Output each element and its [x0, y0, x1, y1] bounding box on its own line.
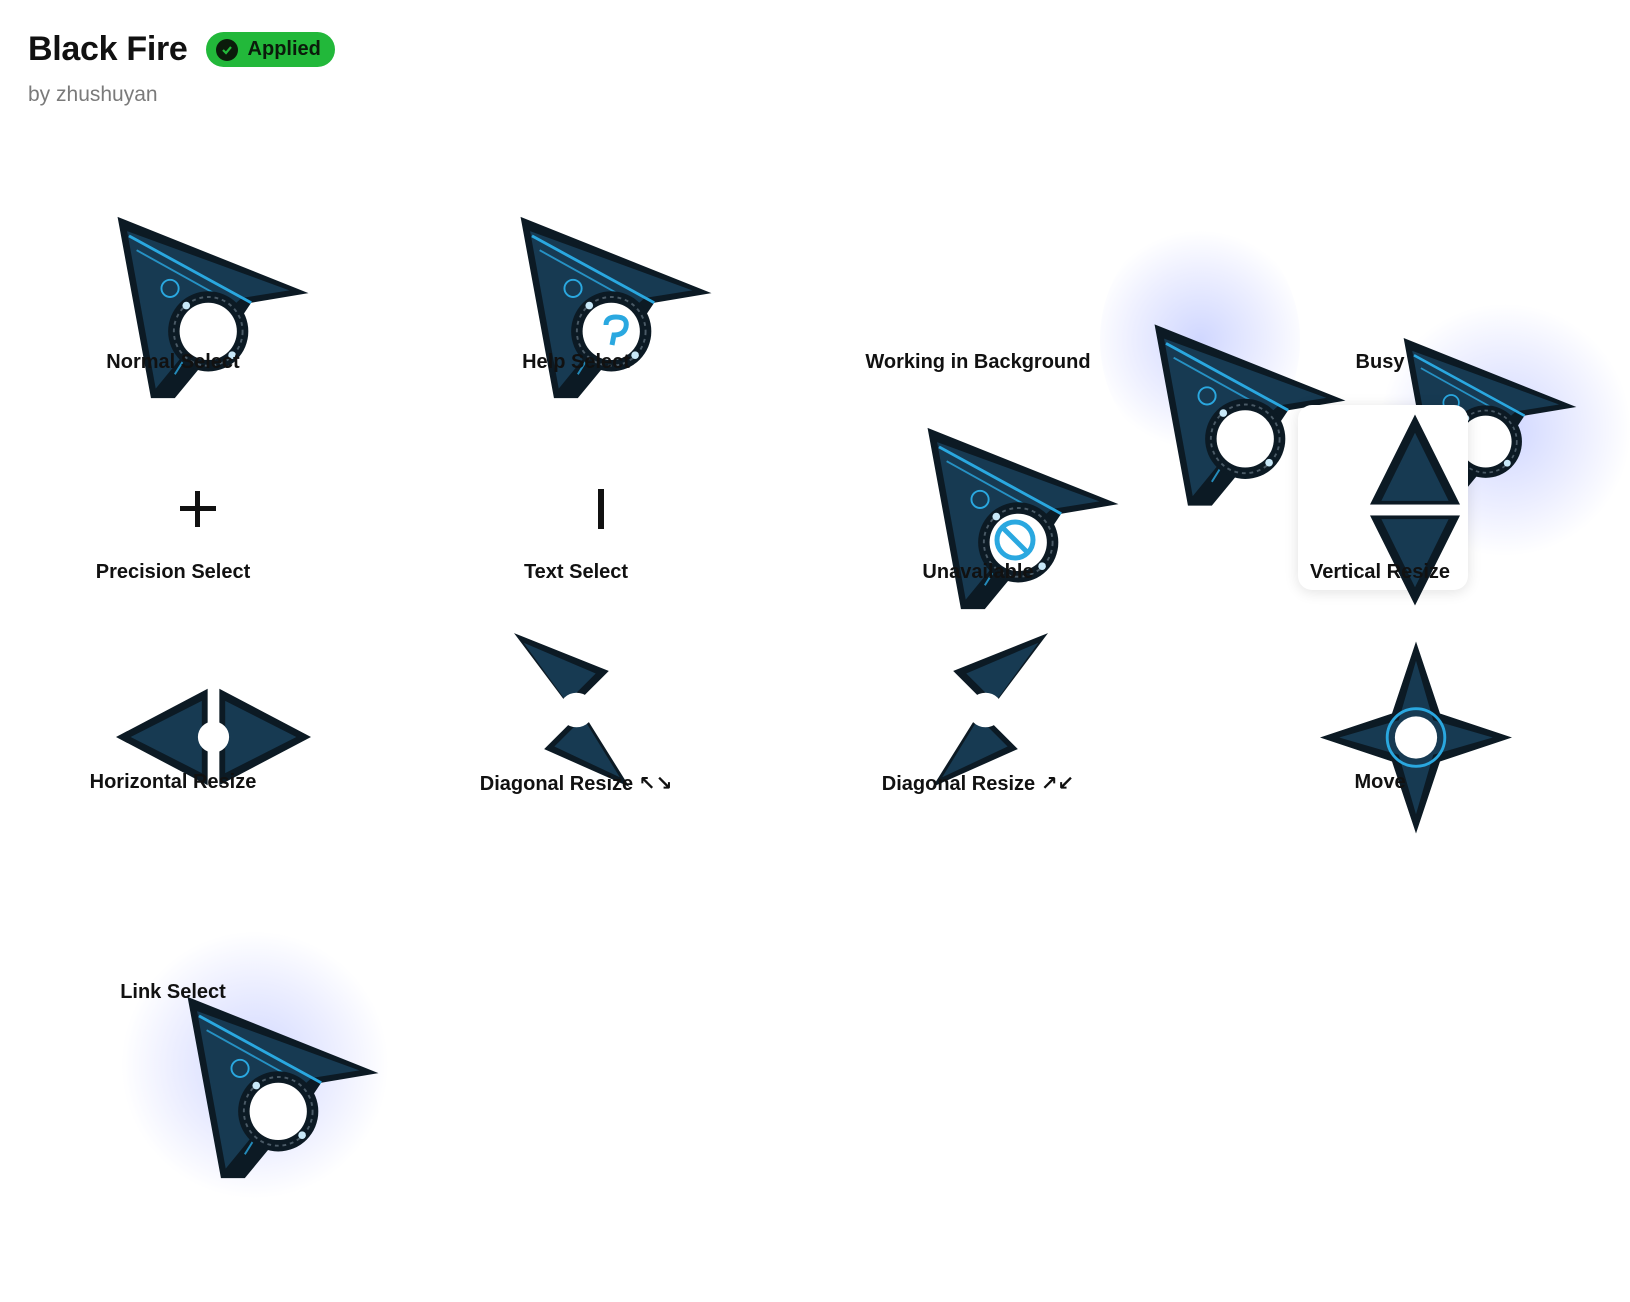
cursor-cell-help-select[interactable]: Help Select	[376, 205, 776, 415]
cursor-cell-diagonal-resize-nwse[interactable]: Diagonal Resize ↖↘	[376, 625, 776, 835]
cursor-cell-horizontal-resize[interactable]: Horizontal Resize	[0, 625, 373, 835]
cursor-cell-busy[interactable]: Busy	[1180, 205, 1580, 415]
cursor-label: Link Select	[120, 981, 226, 1003]
prohibited-icon	[994, 519, 1036, 561]
help-arrow-cursor-icon	[511, 210, 721, 405]
cursor-label: Busy	[1355, 351, 1405, 373]
cursor-cell-move[interactable]: Move	[1180, 625, 1580, 835]
theme-title: Black Fire	[28, 30, 188, 68]
text-beam-icon	[598, 489, 604, 529]
cursor-label: Diagonal Resize ↗↙	[881, 773, 1075, 795]
cursor-label: Precision Select	[95, 561, 251, 583]
cursor-label: Normal Select	[106, 351, 240, 373]
cursor-cell-vertical-resize[interactable]: Vertical Resize	[1180, 415, 1580, 625]
cursor-cell-normal-select[interactable]: Normal Select	[0, 205, 373, 415]
link-cursor-icon	[178, 985, 388, 1190]
cursor-label: Unavailable	[922, 561, 1034, 583]
cursor-label: Vertical Resize	[1309, 561, 1451, 583]
theme-author: by zhushuyan	[28, 83, 158, 106]
cursor-label: Move	[1354, 771, 1406, 793]
diagonal-resize-nesw-icon	[923, 630, 1048, 790]
crosshair-icon	[180, 491, 216, 527]
cursor-cell-precision-select[interactable]: Precision Select	[0, 415, 373, 625]
cursor-cell-text-select[interactable]: Text Select	[376, 415, 776, 625]
cursor-cell-working-in-background[interactable]: Working in Background	[778, 205, 1178, 415]
theme-header: Black Fire Applied by zhushuyan	[28, 30, 335, 107]
arrow-ring-cursor-icon	[108, 210, 318, 405]
applied-badge: Applied	[205, 32, 335, 67]
applied-badge-label: Applied	[247, 38, 321, 60]
cursor-label: Text Select	[523, 561, 629, 583]
cursor-label: Help Select	[522, 351, 630, 373]
cursor-label: Horizontal Resize	[89, 771, 257, 793]
diagonal-resize-nwse-icon	[514, 630, 639, 790]
cursor-label: Working in Background	[865, 351, 1091, 373]
checkmark-icon	[215, 38, 238, 61]
cursor-cell-link-select[interactable]: Link Select	[0, 835, 373, 1045]
cursor-label: Diagonal Resize ↖↘	[479, 773, 673, 795]
cursor-cell-unavailable[interactable]: Unavailable	[778, 415, 1178, 625]
question-mark-icon	[603, 314, 629, 346]
cursor-cell-diagonal-resize-nesw[interactable]: Diagonal Resize ↗↙	[778, 625, 1178, 835]
move-cursor-icon	[1320, 640, 1512, 835]
